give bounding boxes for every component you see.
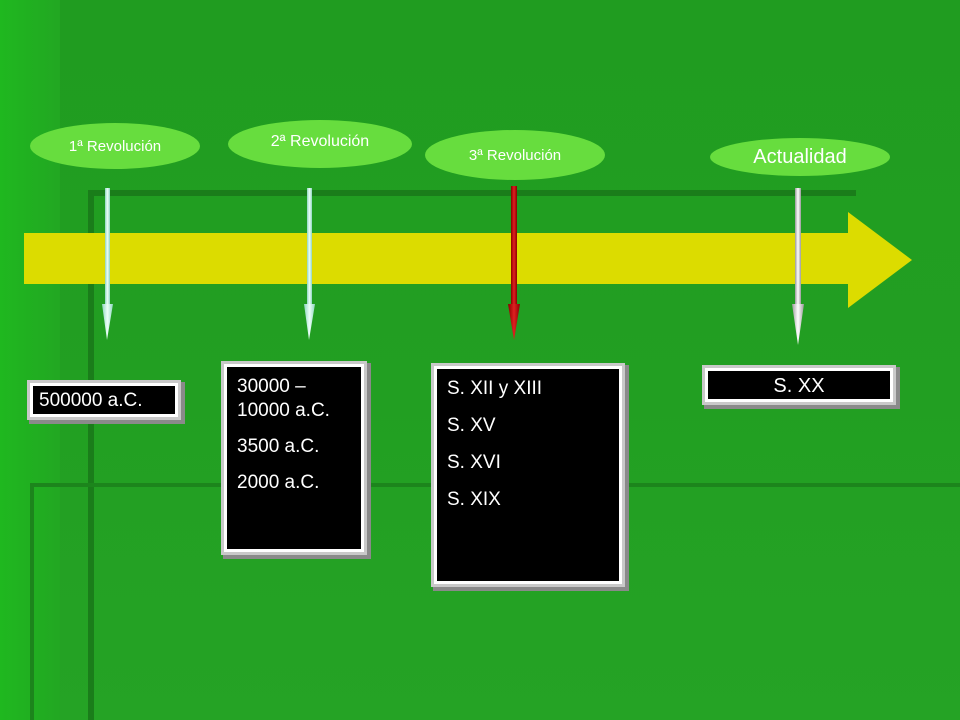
revolucion-1-label: 1ª Revolución [68,137,162,155]
period-3-line-4: S. XIX [447,489,501,510]
pointer-1 [102,188,113,340]
period-2-line-3: 3500 a.C. [237,436,320,457]
period-box-1: 500000 a.C. [30,383,178,417]
ellipse-actualidad: Actualidad [710,138,890,176]
decorative-line-left-lower [30,483,34,720]
period-3-line-1: S. XII y XIII [447,378,543,399]
pointer-2 [304,188,315,340]
revolucion-2-label: 2ª Revolución [270,133,370,150]
period-2-line-2: 10000 a.C. [237,400,330,421]
ellipse-revolucion-3: 3ª Revolución [425,130,605,180]
revolucion-3-label: 3ª Revolución [468,146,562,164]
period-3-line-2: S. XV [447,415,496,436]
period-4-line-1: S. XX [773,375,825,397]
pointer-3 [508,186,520,340]
period-box-3: S. XII y XIII S. XV S. XVI S. XIX [434,366,622,584]
period-2-line-4: 2000 a.C. [237,472,320,493]
pointer-4 [792,188,804,345]
period-2-line-1: 30000 – [237,376,306,397]
ellipse-revolucion-2: 2ª Revolución [228,120,412,168]
actualidad-label: Actualidad [753,145,847,168]
period-3-line-3: S. XVI [447,452,501,473]
period-1-line-1: 500000 a.C. [39,390,143,411]
period-box-4: S. XX [705,368,893,402]
ellipse-revolucion-1: 1ª Revolución [30,123,200,169]
period-box-2: 30000 – 10000 a.C. 3500 a.C. 2000 a.C. [224,364,364,552]
decorative-line-left [88,190,94,720]
decorative-line-top [88,190,856,196]
